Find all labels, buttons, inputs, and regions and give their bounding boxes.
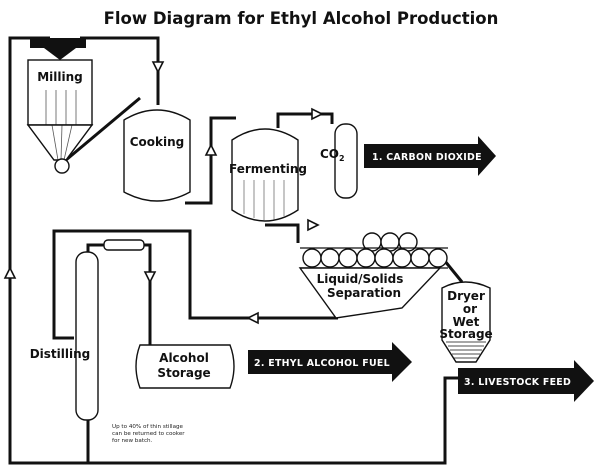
fermenting-unit: Fermenting (229, 128, 307, 222)
stillage-return-line (86, 376, 462, 465)
separation-label-line1: Liquid/Solids (317, 272, 404, 286)
co2-label: CO2 (320, 147, 345, 163)
alcohol-label-line1: Alcohol (159, 351, 209, 365)
arrowhead-right-separation (307, 218, 320, 232)
carbon-dioxide-label: 1. CARBON DIOXIDE (372, 152, 482, 163)
stillage-note: Up to 40% of thin stillage can be return… (112, 424, 185, 444)
auger-line (65, 96, 141, 162)
note-line1: Up to 40% of thin stillage (112, 424, 184, 430)
cooking-to-fermenting-line (185, 116, 236, 205)
arrowhead-up-fermenting (204, 143, 218, 156)
arrowhead-down-cooking (151, 61, 165, 74)
diagram-title: Flow Diagram for Ethyl Alcohol Productio… (104, 9, 499, 28)
fermenting-label: Fermenting (229, 162, 307, 176)
fermenting-shading (243, 180, 285, 220)
dryer-label-line1: Dryer (447, 289, 485, 303)
condenser (103, 239, 145, 251)
milling-label: Milling (37, 70, 83, 84)
distilling-unit: Distilling (30, 239, 145, 421)
ethyl-alcohol-fuel-output-arrow: 2. ETHYL ALCOHOL FUEL (248, 342, 412, 382)
alcohol-label-line2: Storage (157, 366, 210, 380)
co2-cylinder: CO2 (320, 123, 358, 199)
ethyl-alcohol-fuel-label: 2. ETHYL ALCOHOL FUEL (254, 358, 390, 369)
separation-unit: Liquid/Solids Separation (298, 232, 448, 319)
arrowhead-down-alcohol (143, 271, 157, 284)
cooking-label: Cooking (130, 135, 185, 149)
dryer-label-line3: Wet (453, 315, 480, 329)
cooking-unit: Cooking (123, 109, 191, 202)
dryer-label-line4: Storage (439, 327, 492, 341)
arrowhead-left-return (246, 311, 259, 325)
livestock-feed-output-arrow: 3. LIVESTOCK FEED (458, 360, 594, 402)
milling-shading (45, 90, 77, 161)
dryer-label-line2: or (463, 302, 477, 316)
alcohol-storage-unit: Alcohol Storage (135, 344, 235, 389)
flow-arrowheads (3, 61, 324, 325)
dryer-shading (446, 341, 486, 359)
fermenting-to-separation-line (265, 223, 300, 243)
arrowhead-right-co2 (311, 107, 324, 121)
note-line2: can be returned to cooker (112, 431, 185, 437)
arrowhead-up-left (3, 266, 17, 279)
milling-unit: Milling (26, 38, 94, 174)
carbon-dioxide-output-arrow: 1. CARBON DIOXIDE (364, 136, 496, 176)
feed-line-top (80, 36, 160, 105)
separation-return-line (52, 229, 338, 340)
dryer-unit: Dryer or Wet Storage (439, 281, 493, 363)
distilling-label: Distilling (30, 347, 91, 361)
auger-wheel (54, 158, 70, 174)
fermenting-to-co2-line (276, 112, 334, 128)
note-line3: for new batch. (112, 438, 153, 444)
separation-label-line2: Separation (327, 286, 401, 300)
livestock-feed-label: 3. LIVESTOCK FEED (464, 377, 571, 388)
separation-rollers (302, 232, 448, 268)
